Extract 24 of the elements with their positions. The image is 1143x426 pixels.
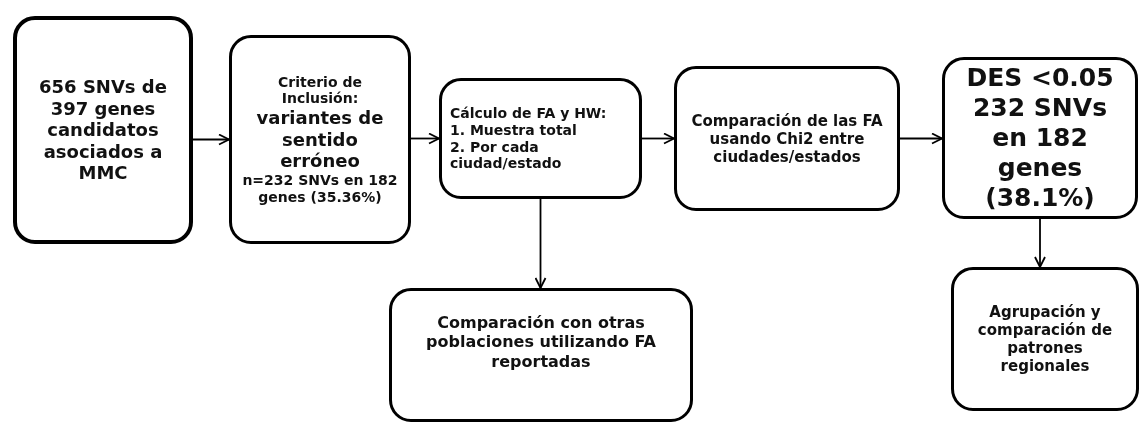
arrow bbox=[410, 132, 440, 145]
box-text: DES <0.05 232 SNVs en 182 genes (38.1%) bbox=[965, 63, 1115, 213]
box-text: 2. Por cada ciudad/estado bbox=[450, 138, 563, 173]
process-box bbox=[229, 35, 411, 244]
process-box bbox=[389, 288, 693, 422]
box-text: variantes de sentido erróneo bbox=[255, 107, 385, 172]
arrow bbox=[534, 198, 547, 289]
process-box bbox=[942, 57, 1138, 219]
box-text: 656 SNVs de 397 genes candidatos asociados a MMC bbox=[38, 76, 168, 184]
process-box bbox=[439, 78, 642, 199]
process-box bbox=[951, 267, 1139, 411]
arrow bbox=[899, 132, 943, 145]
process-box bbox=[674, 66, 900, 211]
arrow bbox=[1034, 218, 1046, 268]
box-text: Comparación de las FA usando Chi2 entre ciudades/estados bbox=[690, 111, 884, 166]
box-text: 1. Muestra total bbox=[450, 121, 577, 139]
arrow bbox=[641, 132, 675, 145]
box-text: Cálculo de FA y HW: bbox=[450, 104, 607, 122]
box-text: n=232 SNVs en 182 genes (35.36%) bbox=[241, 171, 399, 206]
box-text: Criterio de Inclusión: bbox=[277, 73, 363, 108]
arrow bbox=[192, 133, 230, 146]
box-text: Agrupación y comparación de patrones regionales bbox=[976, 303, 1114, 375]
process-box bbox=[13, 16, 193, 244]
box-text: Comparación con otras poblaciones utilizando FA reportadas bbox=[425, 313, 657, 371]
